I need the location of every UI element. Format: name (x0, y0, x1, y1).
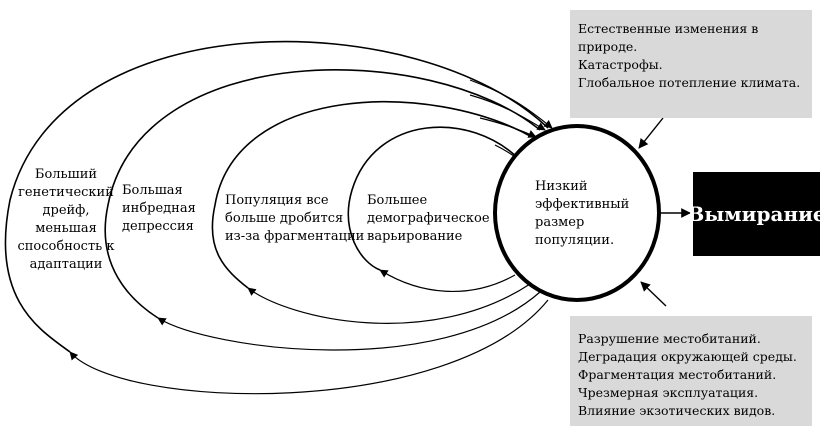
human-cause-line: Деградация окружающей среды. (578, 349, 797, 364)
ring-3-label: Популяция все больше дробится из-за фраг… (225, 193, 365, 244)
top-box-arrow (638, 117, 664, 149)
ring-2-label: Большая инбредная депрессия (122, 183, 196, 234)
ring-1-label: Больший генетический дрейф, меньшая спос… (17, 167, 115, 272)
ring-1-return-arrow (69, 299, 549, 395)
natural-cause-line: природе. (578, 39, 638, 54)
extinction-label: Вымирание (687, 202, 825, 226)
bottom-box-arrow (640, 281, 667, 307)
core-label: Низкий эффективный размер популяции. (535, 179, 630, 248)
ring-2-curve (104, 69, 541, 319)
human-cause-line: Влияние экзотических видов. (578, 403, 776, 418)
human-cause-line: Чрезмерная эксплуатация. (578, 385, 759, 400)
ring-3-curve (211, 100, 533, 289)
ring-2-return-arrow (157, 291, 541, 351)
human-cause-line: Фрагментация местобитаний. (578, 367, 777, 382)
ring-4-curve (347, 126, 521, 271)
ring-3-return-arrow (247, 283, 531, 324)
natural-cause-line: Катастрофы. (578, 57, 663, 72)
ring-1-curve (4, 40, 549, 353)
ring-2-top-arrow (469, 94, 546, 131)
natural-causes-box: Естественные изменения в природе. Катаст… (570, 10, 812, 118)
natural-cause-line: Глобальное потепление климата. (578, 75, 801, 90)
human-causes-box: Разрушение местобитаний. Деградация окру… (570, 316, 812, 426)
extinction-box: Вымирание (687, 172, 825, 256)
ring-3-top-arrow (479, 117, 537, 138)
ring-4-label: Большее демографическое варьирование (367, 193, 490, 244)
ring-4-return-arrow (379, 269, 516, 293)
natural-cause-line: Естественные изменения в (578, 21, 759, 36)
human-cause-line: Разрушение местобитаний. (578, 331, 761, 346)
